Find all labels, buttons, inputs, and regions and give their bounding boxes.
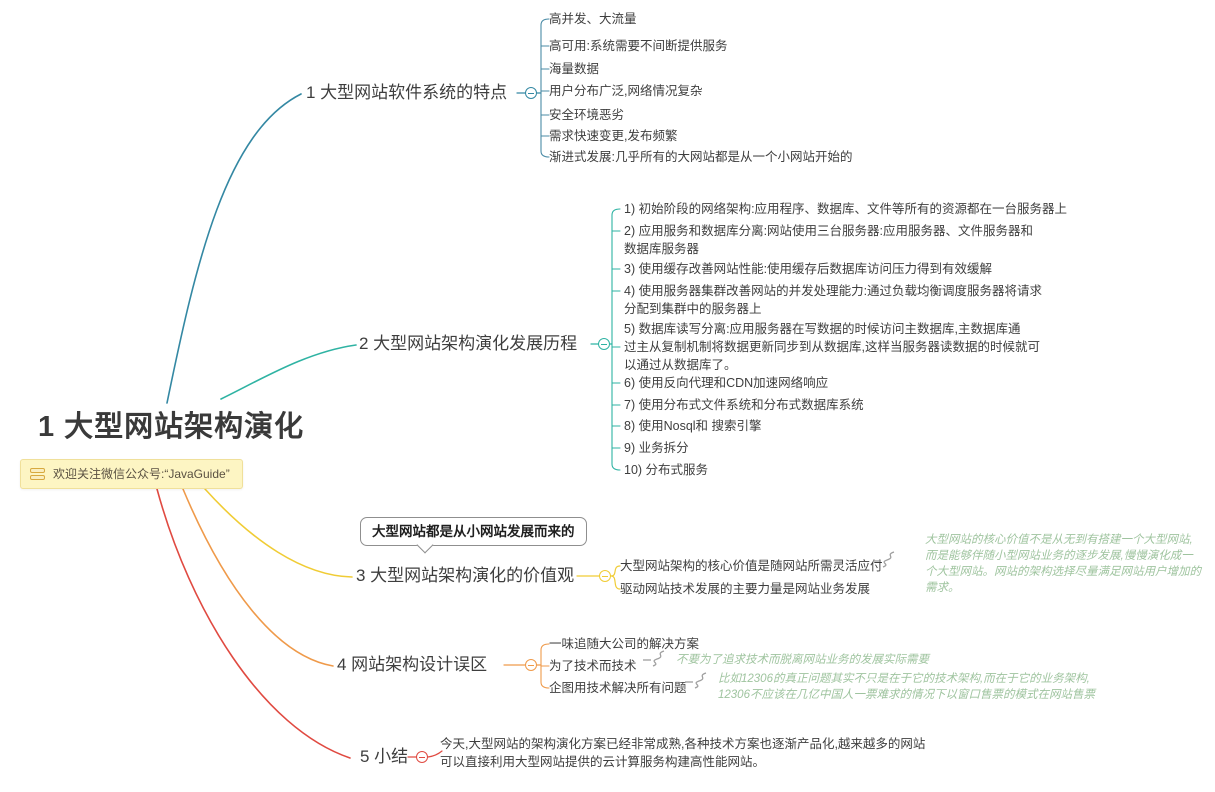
- annotation-note[interactable]: 大型网站的核心价值不是从无到有搭建一个大型网站, 而是能够伴随小型网站业务的逐步…: [925, 534, 1201, 594]
- subtopic[interactable]: 需求快速变更,发布频繁: [549, 129, 678, 143]
- collapse-toggle-1[interactable]: [525, 87, 537, 99]
- wechat-note[interactable]: 欢迎关注微信公众号:“JavaGuide”: [20, 459, 243, 489]
- collapse-toggle-2[interactable]: [598, 338, 610, 350]
- callout-label[interactable]: 大型网站都是从小网站发展而来的: [360, 517, 587, 554]
- subtopic[interactable]: 高可用:系统需要不间断提供服务: [549, 39, 728, 53]
- subtopic[interactable]: 驱动网站技术发展的主要力量是网站业务发展: [620, 582, 871, 596]
- relationship-squiggle-icon: [873, 551, 895, 568]
- subtopic[interactable]: 渐进式发展:几乎所有的大网站都是从一个小网站开始的: [549, 150, 853, 164]
- callout-tail: [416, 536, 434, 554]
- subtopic[interactable]: 6) 使用反向代理和CDN加速网络响应: [624, 376, 829, 390]
- branch-topic-3[interactable]: 3 大型网站架构演化的价值观: [356, 566, 575, 585]
- relationship-squiggle-icon: [643, 650, 665, 667]
- subtopic[interactable]: 企图用技术解决所有问题: [549, 681, 687, 695]
- relationship-squiggle-icon: [685, 672, 707, 689]
- subtopic[interactable]: 3) 使用缓存改善网站性能:使用缓存后数据库访问压力得到有效缓解: [624, 262, 993, 276]
- subtopic[interactable]: 8) 使用Nosql和 搜索引擎: [624, 419, 762, 433]
- callout-text: 大型网站都是从小网站发展而来的: [372, 524, 575, 539]
- annotation-note[interactable]: 不要为了追求技术而脱离网站业务的发展实际需要: [676, 654, 929, 666]
- annotation-note[interactable]: 比如12306的真正问题其实不只是在于它的技术架构,而在于它的业务架构, 123…: [718, 673, 1095, 701]
- root-topic[interactable]: 1 大型网站架构演化: [38, 411, 305, 443]
- collapse-toggle-5[interactable]: [416, 751, 428, 763]
- note-icon: [30, 468, 45, 481]
- collapse-toggle-4[interactable]: [525, 659, 537, 671]
- subtopic[interactable]: 安全环境恶劣: [549, 108, 625, 122]
- subtopic[interactable]: 为了技术而技术: [549, 659, 637, 673]
- subtopic[interactable]: 用户分布广泛,网络情况复杂: [549, 84, 703, 98]
- subtopic[interactable]: 4) 使用服务器集群改善网站的并发处理能力:通过负载均衡调度服务器将请求 分配到…: [624, 284, 1043, 316]
- subtopic[interactable]: 大型网站架构的核心价值是随网站所需灵活应付: [620, 559, 883, 573]
- subtopic[interactable]: 一味追随大公司的解决方案: [549, 637, 700, 651]
- subtopic[interactable]: 5) 数据库读写分离:应用服务器在写数据的时候访问主数据库,主数据库通 过主从复…: [624, 322, 1040, 372]
- subtopic[interactable]: 海量数据: [549, 62, 600, 76]
- subtopic[interactable]: 7) 使用分布式文件系统和分布式数据库系统: [624, 398, 864, 412]
- branch-topic-4[interactable]: 4 网站架构设计误区: [337, 655, 488, 674]
- branch-topic-5[interactable]: 5 小结: [360, 747, 409, 766]
- collapse-toggle-3[interactable]: [599, 570, 611, 582]
- subtopic[interactable]: 2) 应用服务和数据库分离:网站使用三台服务器:应用服务器、文件服务器和 数据库…: [624, 224, 1034, 256]
- subtopic[interactable]: 9) 业务拆分: [624, 441, 689, 455]
- wechat-note-text: 欢迎关注微信公众号:“JavaGuide”: [53, 467, 230, 481]
- subtopic[interactable]: 今天,大型网站的架构演化方案已经非常成熟,各种技术方案也逐渐产品化,越来越多的网…: [440, 737, 926, 769]
- branch-topic-1[interactable]: 1 大型网站软件系统的特点: [306, 83, 508, 102]
- subtopic[interactable]: 1) 初始阶段的网络架构:应用程序、数据库、文件等所有的资源都在一台服务器上: [624, 202, 1068, 216]
- subtopic[interactable]: 10) 分布式服务: [624, 463, 709, 477]
- branch-topic-2[interactable]: 2 大型网站架构演化发展历程: [359, 334, 578, 353]
- subtopic[interactable]: 高并发、大流量: [549, 12, 637, 26]
